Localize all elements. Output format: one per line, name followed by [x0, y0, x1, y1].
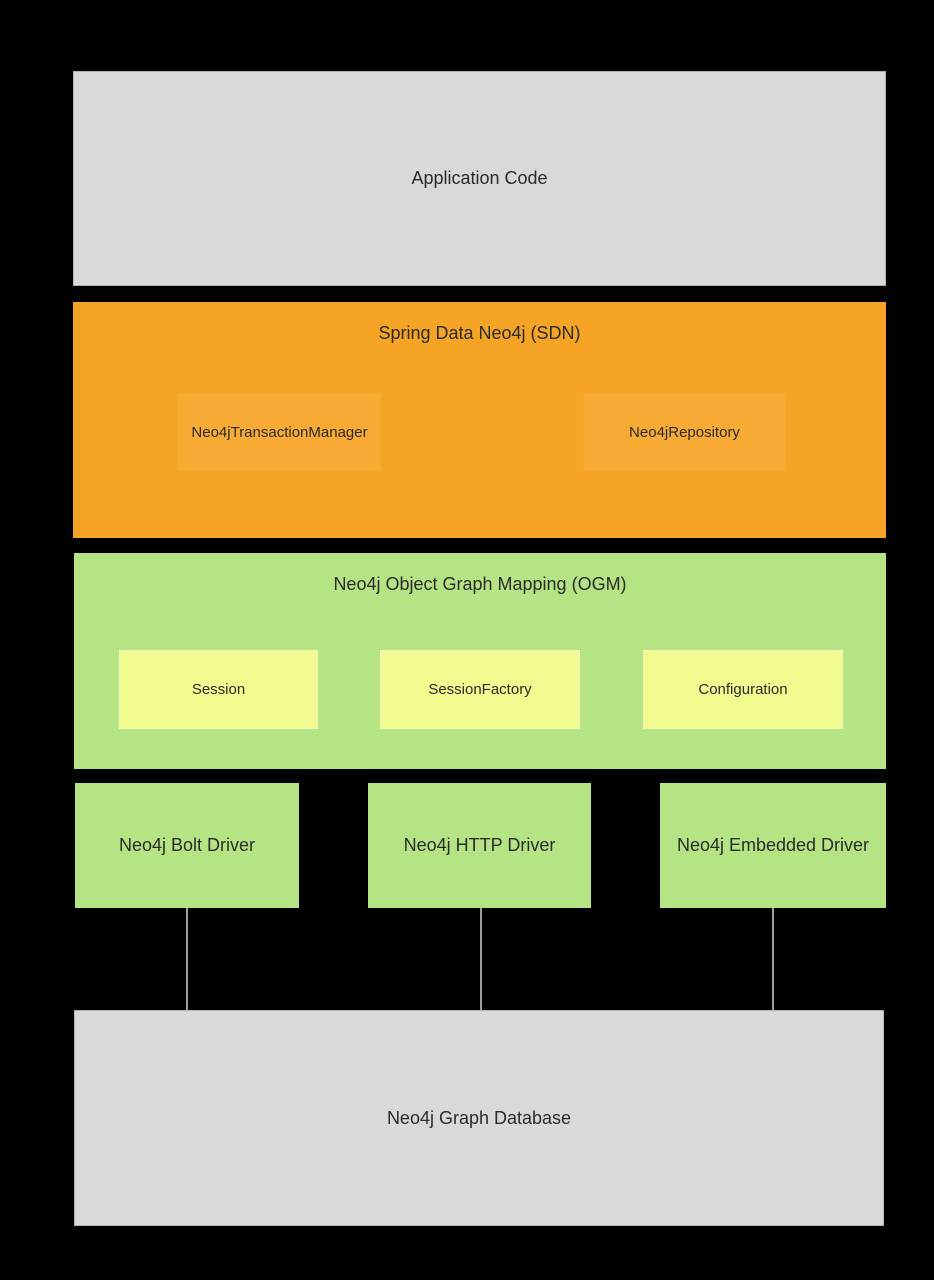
ogm-session-factory-box: SessionFactory	[380, 650, 580, 729]
embedded-driver-connector-line	[772, 908, 774, 1011]
graph-database-label: Neo4j Graph Database	[386, 1107, 572, 1128]
sdn-transaction-manager-label: Neo4jTransactionManager	[191, 423, 368, 441]
http-driver-connector-line	[480, 908, 482, 1011]
application-code-label: Application Code	[411, 168, 548, 188]
application-code-box: Application Code	[73, 71, 886, 286]
ogm-configuration-label: Configuration	[698, 681, 788, 698]
ogm-session-label: Session	[191, 681, 246, 698]
sdn-layer-box: Spring Data Neo4j (SDN) Neo4jTransaction…	[73, 302, 886, 538]
http-driver-label: Neo4j HTTP Driver	[403, 835, 556, 855]
ogm-session-factory-label: SessionFactory	[428, 681, 532, 698]
bolt-driver-connector-line	[186, 908, 188, 1011]
ogm-layer-title: Neo4j Object Graph Mapping (OGM)	[333, 574, 627, 594]
embedded-driver-box: Neo4j Embedded Driver	[660, 783, 886, 908]
sdn-repository-box: Neo4jRepository	[583, 393, 786, 471]
ogm-configuration-box: Configuration	[643, 650, 843, 729]
sdn-layer-title: Spring Data Neo4j (SDN)	[378, 323, 581, 343]
bolt-driver-box: Neo4j Bolt Driver	[75, 783, 299, 908]
http-driver-box: Neo4j HTTP Driver	[368, 783, 591, 908]
ogm-layer-box: Neo4j Object Graph Mapping (OGM) Session…	[74, 553, 886, 769]
ogm-session-box: Session	[119, 650, 318, 729]
bolt-driver-label: Neo4j Bolt Driver	[118, 835, 256, 855]
graph-database-box: Neo4j Graph Database	[74, 1010, 884, 1226]
sdn-transaction-manager-box: Neo4jTransactionManager	[178, 393, 381, 471]
sdn-repository-label: Neo4jRepository	[629, 423, 740, 441]
embedded-driver-label: Neo4j Embedded Driver	[676, 835, 870, 855]
